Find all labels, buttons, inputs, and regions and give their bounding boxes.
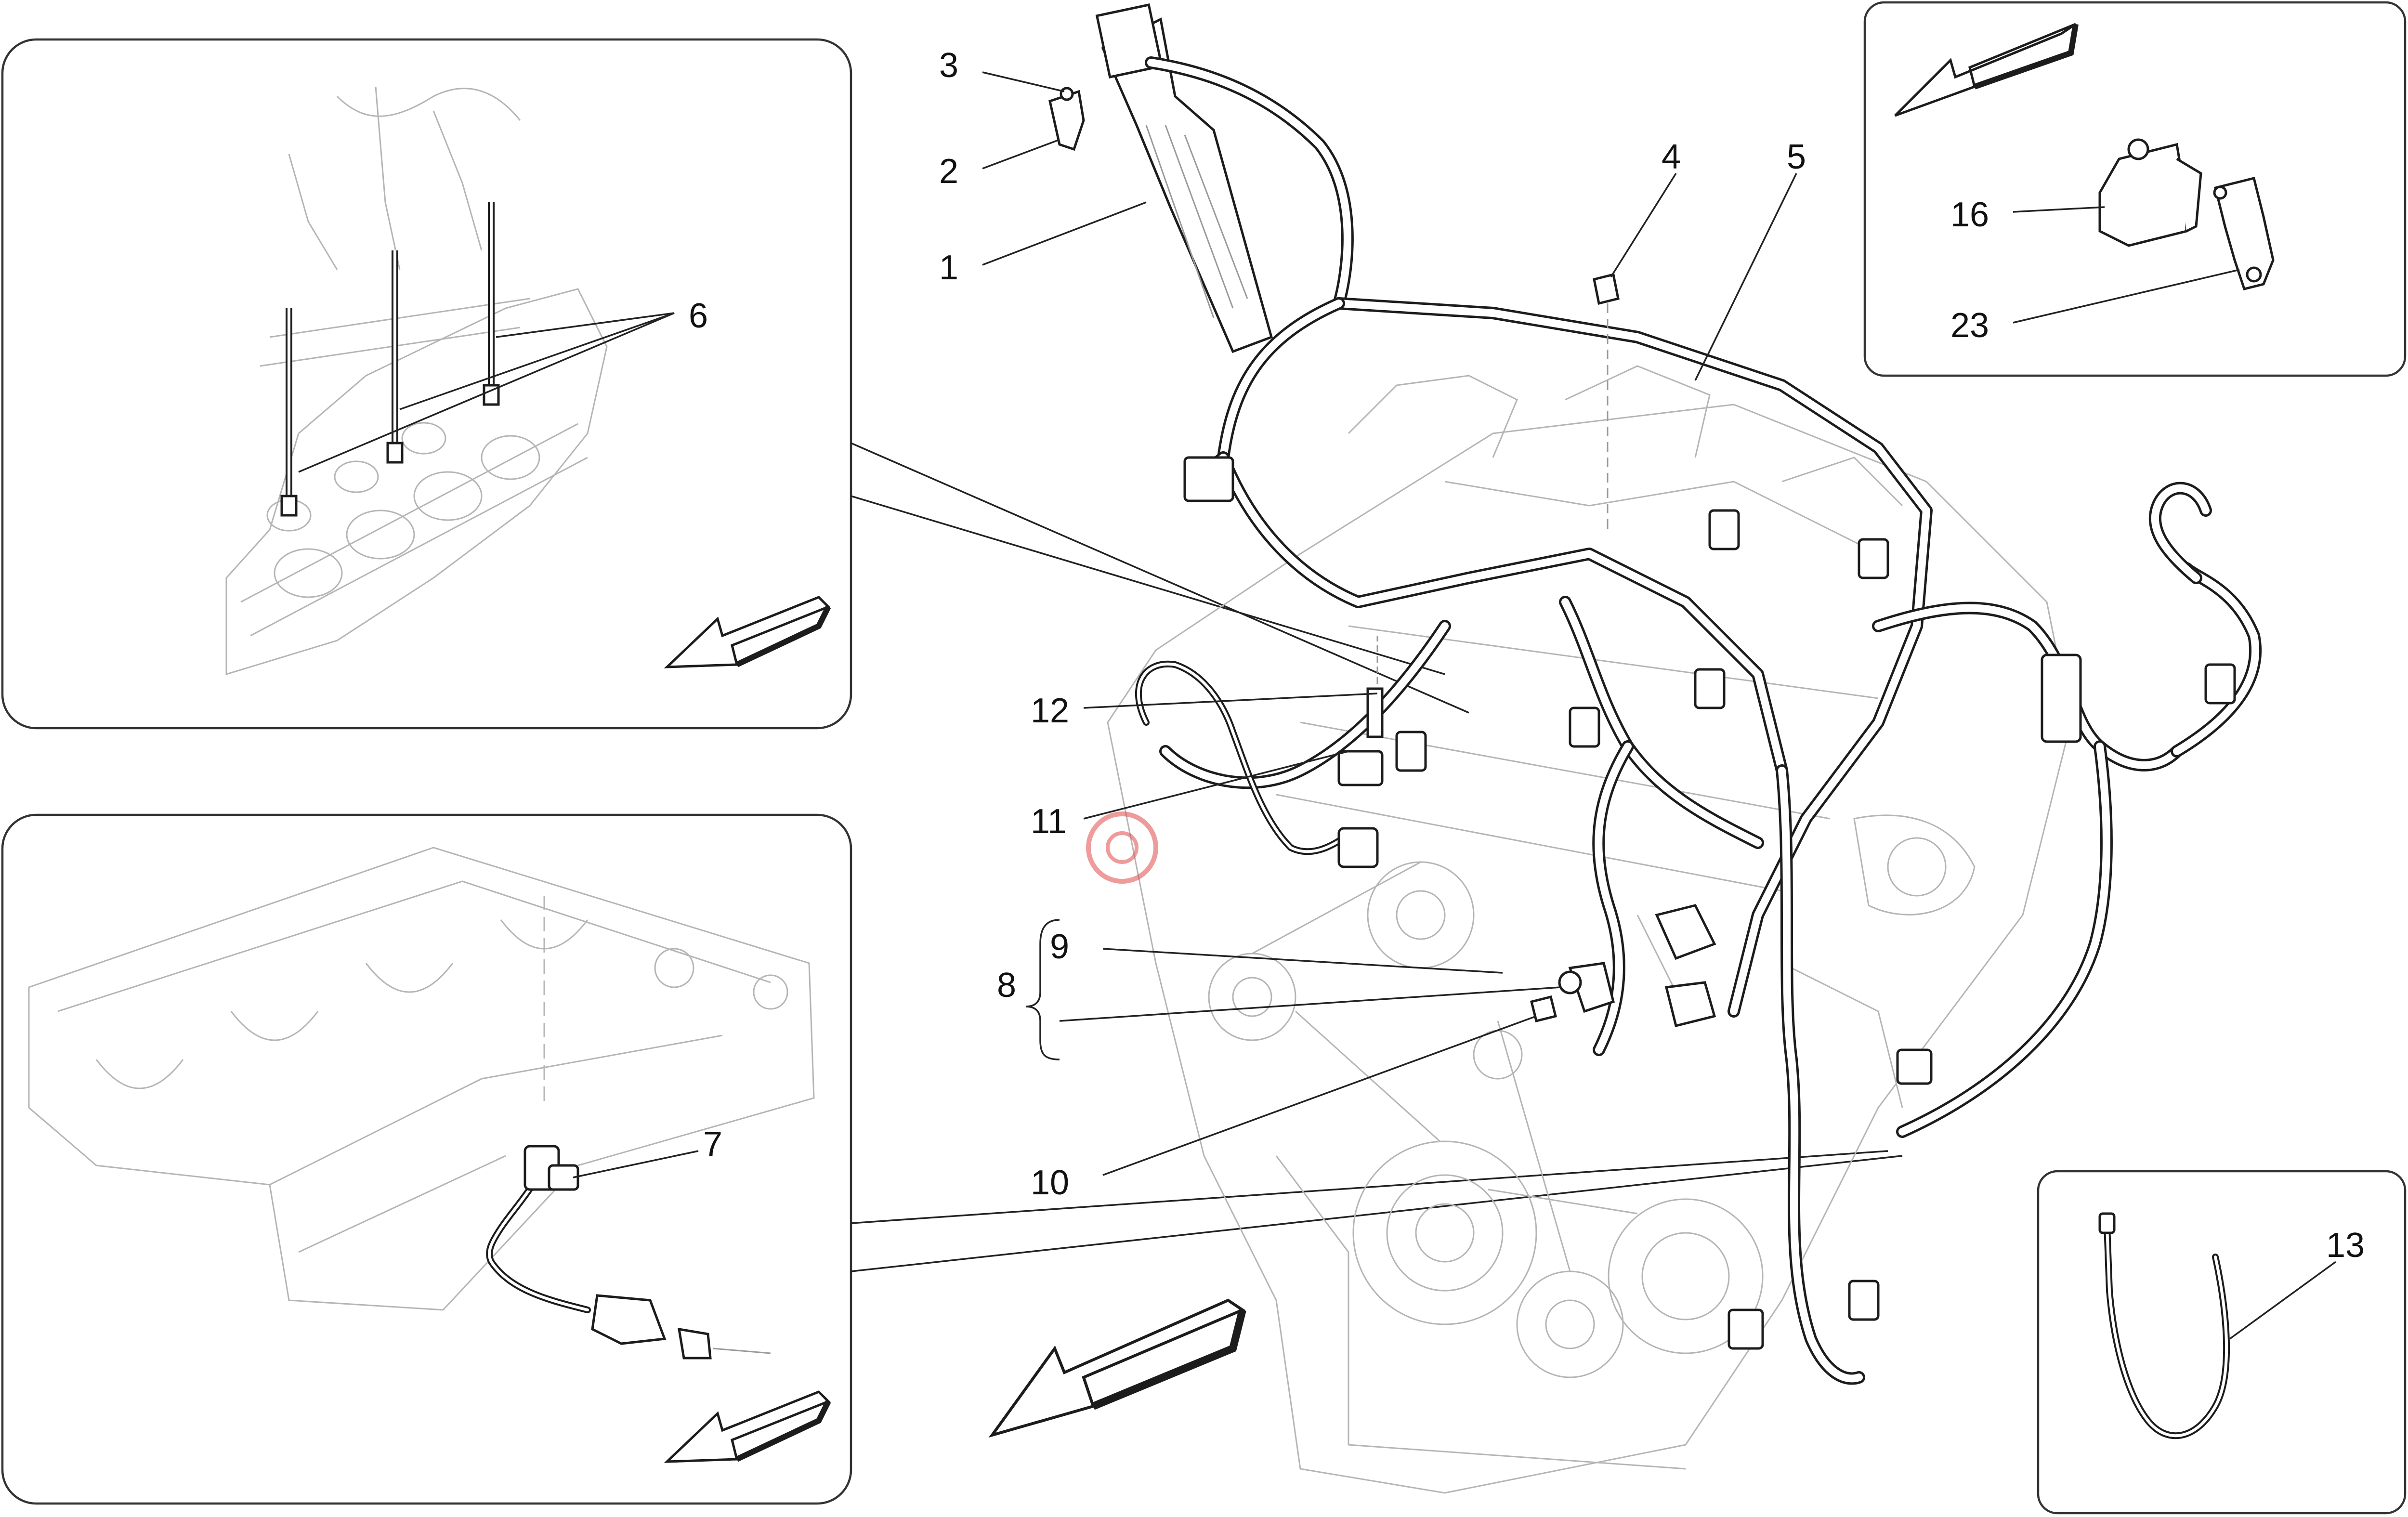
inset-panel-ecu-relay: 16 23: [1863, 1, 2407, 377]
crankshaft-sensor-illustration: [486, 1145, 771, 1360]
view-direction-arrow-icon: [1894, 23, 2079, 117]
inset-leader-crank-sensor: [851, 1150, 1888, 1224]
watermark-logo: [1086, 811, 1158, 884]
relay-illustration: [2098, 138, 2275, 290]
inset-panel-ground-strap: 13: [2037, 1170, 2407, 1515]
view-direction-arrow-icon: [988, 1298, 1246, 1438]
inset-leader-crank-sensor-lower: [851, 1155, 1903, 1272]
callout-8: 8: [997, 966, 1016, 1005]
view-direction-arrow-icon: [664, 596, 831, 668]
inset-leader-glow-plugs: [851, 442, 1469, 714]
callout-10: 10: [1031, 1164, 1069, 1202]
bolt-fastener: [1593, 273, 1620, 530]
inset-leader-glow-plugs-lower: [851, 495, 1445, 675]
sensor-connectors-left: [1135, 636, 1384, 868]
engine-assembly-illustration: [1107, 365, 2072, 1494]
pulley-illustration: [1208, 861, 1764, 1378]
cylinder-head-illustration: [225, 86, 608, 676]
callout-11: 11: [1031, 802, 1067, 841]
callout-1: 1: [939, 248, 958, 287]
inset-panel-crank-sensor: 7: [1, 813, 852, 1505]
callout-2: 2: [939, 152, 958, 191]
callout-12: 12: [1031, 692, 1069, 730]
group-brace: [1025, 919, 1060, 1060]
ground-cable-illustration: [2098, 1212, 2230, 1439]
callout-9: 9: [1050, 928, 1069, 966]
callout-3: 3: [939, 46, 958, 85]
callout-4: 4: [1662, 138, 1681, 176]
callout-6: 6: [689, 297, 708, 335]
engine-control-unit: [1048, 3, 1273, 353]
engine-wiring-harness: [1145, 56, 2262, 1385]
callout-23: 23: [1950, 306, 1989, 345]
callout-7: 7: [703, 1125, 722, 1164]
view-direction-arrow-icon: [664, 1390, 831, 1463]
inset-panel-glow-plugs: 6: [1, 38, 852, 730]
callout-16: 16: [1950, 196, 1989, 234]
callout-5: 5: [1787, 138, 1806, 176]
callout-13: 13: [2326, 1226, 2365, 1265]
glow-plug-illustration: [280, 202, 500, 517]
engine-block-illustration: [28, 847, 815, 1311]
sensor-connectors-front: [1530, 904, 1716, 1028]
